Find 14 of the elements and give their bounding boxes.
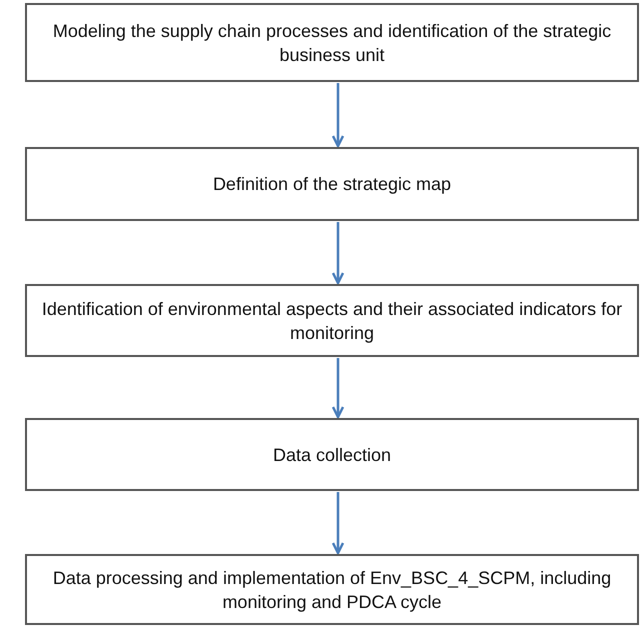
arrow <box>332 83 344 148</box>
process-box <box>25 3 639 82</box>
step-text: Identification of environmental aspects and their associated indicators for monitoring <box>40 298 624 344</box>
step-text: Definition of the strategic map <box>212 173 452 196</box>
process-box <box>25 284 639 357</box>
process-box <box>25 147 639 221</box>
arrow <box>332 222 344 284</box>
arrow <box>332 358 344 418</box>
process-box <box>25 418 639 491</box>
step-text: Data collection <box>272 444 392 466</box>
step-text: Data processing and implementation of Env_BSC_4_SCPM, including monitoring and PDCA cycle <box>52 566 612 614</box>
process-box <box>25 554 639 625</box>
arrow <box>332 492 344 554</box>
step-text: Modeling the supply chain processes and identification of the strategic business unit <box>52 20 612 66</box>
